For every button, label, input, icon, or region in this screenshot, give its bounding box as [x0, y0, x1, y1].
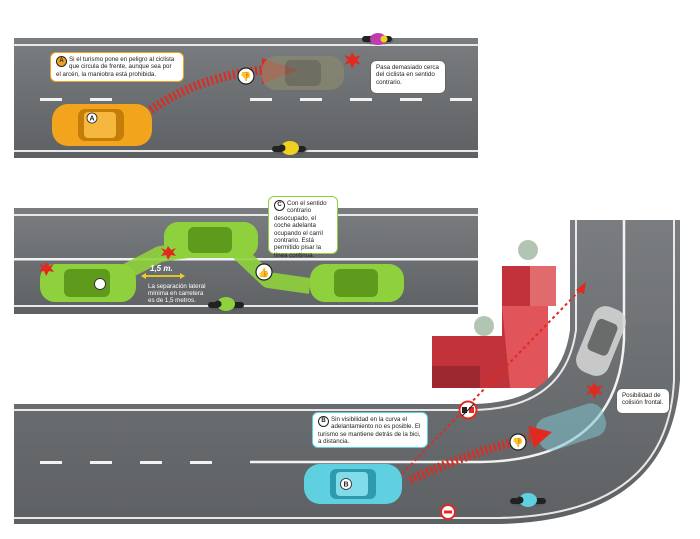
- collision-note-b-text: Posibilidad de colisión frontal.: [622, 392, 664, 407]
- road-a-centerline: [40, 98, 472, 101]
- distance-label-c: 1,5 m.: [150, 264, 173, 273]
- note-a-badge: A: [56, 56, 67, 67]
- car-b-label: B: [343, 482, 348, 489]
- danger-arrowhead-b: [528, 426, 552, 448]
- road-c-edge-bottom: [14, 305, 478, 307]
- building-bottom: [432, 306, 548, 388]
- cyclist-c: [208, 297, 244, 311]
- note-b-text: Sin visibilidad en la curva el adelantam…: [318, 416, 421, 446]
- distance-arrow-c: [141, 273, 185, 279]
- road-b-edge-inner: [14, 220, 577, 411]
- ghost-car-b: [535, 403, 607, 451]
- car-a: [52, 104, 152, 146]
- prohibited-sign-a: 👎: [237, 67, 255, 85]
- note-b: B Sin visibilidad en la curva el adelant…: [312, 412, 428, 448]
- tree-1: [518, 240, 538, 260]
- svg-text:👎: 👎: [512, 438, 523, 449]
- note-c: C Con el sentido contrario desocupado, e…: [268, 196, 338, 259]
- sight-line-b: [397, 287, 583, 479]
- car-b-badge: [340, 478, 352, 490]
- impact-star-c1: [39, 262, 54, 276]
- stop-sign-b: [440, 504, 456, 520]
- prohibited-sign-b: 👎: [509, 433, 527, 451]
- cyclist-oncoming-a: [362, 33, 394, 45]
- road-b-edge-outer: [14, 220, 675, 519]
- tree-2: [474, 316, 494, 336]
- road-b-centerline-dashes: [40, 461, 212, 464]
- car-c-end: [310, 264, 404, 302]
- note-b-badge: B: [318, 416, 329, 427]
- note-c-badge: C: [274, 200, 285, 211]
- separation-label-c: La separación lateral mínima en carreter…: [148, 283, 206, 305]
- car-b: [304, 464, 402, 504]
- warning-a: Pasa demasiado cerca del ciclista en sen…: [370, 60, 446, 94]
- ok-sign-c: 👍: [255, 263, 273, 281]
- oncoming-car-b: [576, 306, 626, 376]
- impact-star-c2: [161, 246, 176, 260]
- building-top: [502, 266, 556, 306]
- scene-a: A 👎: [14, 33, 478, 158]
- impact-star-b: [586, 382, 603, 399]
- note-a: A Si el turismo pone en peligro al cicli…: [50, 52, 184, 82]
- no-overtaking-sign: [458, 400, 478, 420]
- cyclist-same-direction-a: [272, 141, 308, 155]
- car-c-passing: [164, 222, 258, 258]
- car-c-start-icon: [94, 278, 106, 290]
- car-a-badge: [86, 112, 98, 124]
- note-a-text: Si el turismo pone en peligro al ciclist…: [56, 56, 175, 78]
- note-c-text: Con el sentido contrario desocupado, el …: [274, 200, 327, 259]
- scene-c: 👍 1,5 m.: [14, 208, 478, 314]
- road-c-edge-top: [14, 214, 478, 216]
- cyclist-b: [510, 493, 546, 507]
- car-c-start: [40, 264, 136, 302]
- road-a-edge-top: [14, 44, 478, 46]
- car-a-label: A: [89, 116, 94, 123]
- svg-text:👍: 👍: [258, 267, 269, 279]
- road-a-edge-bottom: [14, 150, 478, 152]
- ghost-car-a: [262, 56, 344, 90]
- collision-note-b: Posibilidad de colisión frontal.: [616, 388, 670, 414]
- impact-star-a: [344, 52, 361, 69]
- svg-text:👎: 👎: [240, 72, 251, 83]
- warning-a-text: Pasa demasiado cerca del ciclista en sen…: [376, 64, 439, 86]
- scene-b: 👎 B: [14, 220, 680, 524]
- sight-arrowhead-b: [576, 282, 586, 294]
